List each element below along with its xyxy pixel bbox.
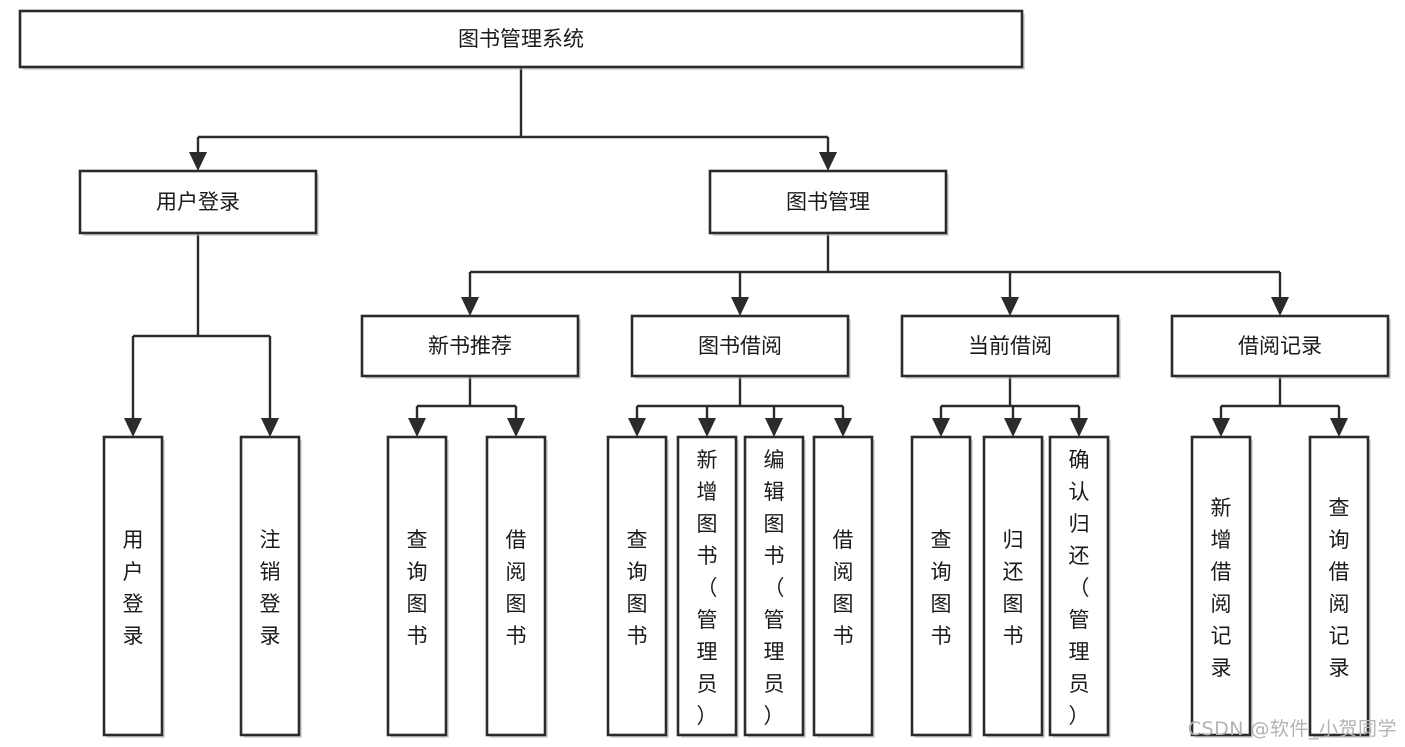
node-leaf-query-book-borrow[interactable]: 查询图书 bbox=[606, 435, 669, 738]
arrow-head-icon bbox=[124, 418, 142, 437]
node-book-manage[interactable]: 图书管理 bbox=[708, 169, 949, 236]
arrow-head-icon bbox=[507, 418, 525, 437]
node-rect[interactable] bbox=[78, 169, 318, 235]
node-label: 归还图书 bbox=[1003, 528, 1024, 648]
node-rect[interactable] bbox=[812, 435, 874, 737]
arrow-head-icon bbox=[932, 418, 950, 437]
arrow-head-icon bbox=[1330, 418, 1348, 437]
node-label: 用户登录 bbox=[123, 528, 144, 648]
arrow-head-icon bbox=[189, 152, 207, 171]
node-rect[interactable] bbox=[1308, 435, 1370, 737]
node-leaf-return-book[interactable]: 归还图书 bbox=[982, 435, 1045, 738]
connector-conn-book-borrow bbox=[628, 376, 852, 437]
node-current-borrow[interactable]: 当前借阅 bbox=[900, 314, 1121, 379]
arrow-head-icon bbox=[1070, 418, 1088, 437]
arrow-head-icon bbox=[731, 297, 749, 316]
node-label: 借阅图书 bbox=[506, 528, 527, 648]
node-label: 新增图书（管理员） bbox=[697, 448, 718, 728]
csdn-watermark: CSDN @软件_小贺同学 bbox=[1187, 718, 1397, 740]
node-label: 借阅图书 bbox=[833, 528, 854, 648]
node-label: 注销登录 bbox=[260, 528, 281, 648]
node-leaf-user-login[interactable]: 用户登录 bbox=[102, 435, 165, 738]
node-rect[interactable] bbox=[485, 435, 547, 737]
node-leaf-query-book-recommend[interactable]: 查询图书 bbox=[386, 435, 449, 738]
node-rect[interactable] bbox=[708, 169, 948, 235]
node-user-login[interactable]: 用户登录 bbox=[78, 169, 319, 236]
node-leaf-borrow-book[interactable]: 借阅图书 bbox=[812, 435, 875, 738]
connector-conn-new-book-recommend bbox=[408, 376, 525, 437]
connector-conn-borrow-record bbox=[1212, 376, 1348, 437]
node-rect[interactable] bbox=[102, 435, 164, 737]
node-leaf-query-book-current[interactable]: 查询图书 bbox=[910, 435, 973, 738]
node-label: 图书管理系统 bbox=[458, 27, 584, 51]
node-leaf-logout[interactable]: 注销登录 bbox=[239, 435, 302, 738]
arrow-head-icon bbox=[261, 418, 279, 437]
arrow-head-icon bbox=[765, 418, 783, 437]
node-rect[interactable] bbox=[18, 9, 1024, 69]
node-label: 查询图书 bbox=[407, 528, 428, 648]
node-rect[interactable] bbox=[1190, 435, 1252, 737]
node-label: 编辑图书（管理员） bbox=[764, 448, 785, 728]
node-rect[interactable] bbox=[982, 435, 1044, 737]
node-label: 图书管理 bbox=[786, 190, 870, 214]
node-label: 查询图书 bbox=[931, 528, 952, 648]
node-leaf-edit-book-admin[interactable]: 编辑图书（管理员） bbox=[743, 435, 806, 738]
node-label: 查询图书 bbox=[627, 528, 648, 648]
node-rect[interactable] bbox=[606, 435, 668, 737]
arrow-head-icon bbox=[698, 418, 716, 437]
connector-conn-book-manage bbox=[461, 233, 1289, 316]
node-rect[interactable] bbox=[360, 314, 580, 378]
node-rect[interactable] bbox=[1170, 314, 1390, 378]
connector-layer bbox=[124, 67, 1348, 437]
arrow-head-icon bbox=[819, 152, 837, 171]
node-rect[interactable] bbox=[630, 314, 850, 378]
node-rect[interactable] bbox=[386, 435, 448, 737]
node-borrow-record[interactable]: 借阅记录 bbox=[1170, 314, 1391, 379]
node-label: 当前借阅 bbox=[968, 334, 1052, 358]
arrow-head-icon bbox=[1212, 418, 1230, 437]
connector-conn-root bbox=[189, 67, 837, 171]
arrow-head-icon bbox=[834, 418, 852, 437]
arrow-head-icon bbox=[1004, 418, 1022, 437]
arrow-head-icon bbox=[1001, 297, 1019, 316]
node-leaf-query-borrow-record[interactable]: 查询借阅记录 bbox=[1308, 435, 1371, 738]
node-label: 新书推荐 bbox=[428, 334, 512, 358]
arrow-head-icon bbox=[1271, 297, 1289, 316]
node-rect[interactable] bbox=[239, 435, 301, 737]
node-book-borrow[interactable]: 图书借阅 bbox=[630, 314, 851, 379]
node-new-book-recommend[interactable]: 新书推荐 bbox=[360, 314, 581, 379]
node-rect[interactable] bbox=[676, 435, 738, 737]
node-label: 借阅记录 bbox=[1238, 334, 1322, 358]
arrow-head-icon bbox=[408, 418, 426, 437]
node-rect[interactable] bbox=[910, 435, 972, 737]
node-label: 图书借阅 bbox=[698, 334, 782, 358]
node-leaf-confirm-return-admin[interactable]: 确认归还（管理员） bbox=[1048, 435, 1111, 738]
node-rect[interactable] bbox=[1048, 435, 1110, 737]
node-rect[interactable] bbox=[900, 314, 1120, 378]
node-root[interactable]: 图书管理系统 bbox=[18, 9, 1025, 70]
node-leaf-add-borrow-record[interactable]: 新增借阅记录 bbox=[1190, 435, 1253, 738]
connector-conn-current-borrow bbox=[932, 376, 1088, 437]
node-rect[interactable] bbox=[743, 435, 805, 737]
arrow-head-icon bbox=[461, 297, 479, 316]
node-leaf-borrow-book-recommend[interactable]: 借阅图书 bbox=[485, 435, 548, 738]
node-label: 用户登录 bbox=[156, 190, 240, 214]
connector-conn-user-login bbox=[124, 233, 279, 437]
arrow-head-icon bbox=[628, 418, 646, 437]
node-label: 确认归还（管理员） bbox=[1069, 448, 1090, 728]
node-label: 新增借阅记录 bbox=[1211, 496, 1232, 680]
node-leaf-add-book-admin[interactable]: 新增图书（管理员） bbox=[676, 435, 739, 738]
node-label: 查询借阅记录 bbox=[1329, 496, 1350, 680]
node-layer: 图书管理系统用户登录图书管理新书推荐图书借阅当前借阅借阅记录用户登录注销登录查询… bbox=[18, 9, 1391, 738]
